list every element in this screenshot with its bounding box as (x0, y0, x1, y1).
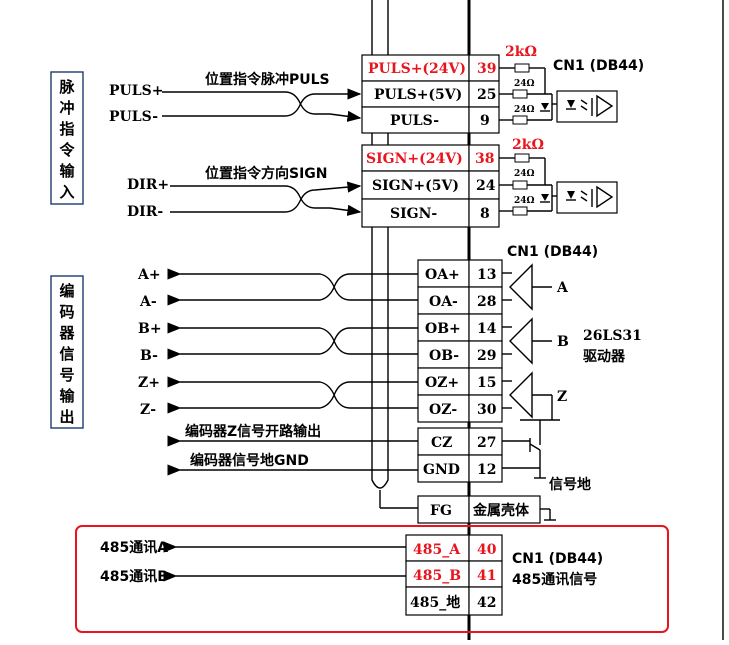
side-label-char: 编 (59, 282, 74, 300)
puls-pos-label: PULS+ (109, 83, 163, 99)
dir-terminal-block (361, 144, 500, 228)
fg-desc: 金属壳体 (472, 502, 530, 519)
signal-ground-label: 信号地 (549, 476, 591, 493)
encoder-row-name: GND (423, 462, 460, 478)
dir-row-name: SIGN+(5V) (372, 178, 459, 194)
side-label-char: 冲 (59, 99, 74, 117)
driver-label: 驱动器 (583, 348, 626, 365)
encoder-row-name: CZ (431, 435, 452, 451)
encoder-left-label: B+ (138, 321, 162, 337)
dir-caption: 位置指令方向SIGN (205, 165, 328, 182)
dir-row-pin: 38 (475, 151, 494, 167)
rs485-row-pin: 42 (477, 595, 496, 611)
encoder-left-label: B- (140, 348, 158, 364)
encoder-row-name: OA+ (425, 267, 460, 283)
encoder-signal-wires (167, 268, 418, 414)
pulse-row-name: PULS+(5V) (374, 87, 462, 103)
encoder-row-name: OA- (429, 294, 458, 310)
side-label-char: 号 (59, 366, 74, 384)
rs485-b-label: 485通讯B (100, 569, 168, 585)
rs485-row-name: 485_B (413, 568, 461, 584)
pulse-optocoupler-circuit (499, 63, 618, 125)
dir-row-pin: 24 (476, 178, 496, 194)
encoder-row-name: OZ+ (425, 375, 459, 391)
side-label-char: 输 (59, 162, 75, 180)
fg-terminal (417, 495, 556, 524)
side-label-char: 脉 (58, 78, 75, 96)
rs485-connector-label: CN1 (DB44) (512, 551, 603, 567)
rs485-row-name: 485_地 (410, 594, 460, 611)
encoder-row-pin: 13 (477, 267, 496, 283)
dir-r2-label: 24Ω (514, 196, 535, 206)
encoder-row-name: OB+ (425, 321, 461, 337)
rs485-row-pin: 40 (477, 542, 497, 558)
pulse-r1-label: 24Ω (514, 79, 535, 89)
shield-drain-wire (371, 0, 389, 489)
encoder-output-side-box (50, 275, 84, 429)
pulse-row-pin: 9 (480, 113, 490, 129)
encoder-row-name: OB- (429, 348, 459, 364)
pulse-terminal-block (361, 54, 500, 134)
gnd-caption: 编码器信号地GND (190, 452, 309, 469)
encoder-left-label: A+ (137, 267, 161, 283)
side-label-char: 指 (59, 120, 74, 138)
fg-name: FG (430, 503, 452, 519)
line-driver-circuit (502, 263, 560, 479)
dir-row-name: SIGN- (390, 206, 437, 222)
side-label-char: 信 (59, 345, 74, 363)
side-label-char: 码 (59, 303, 74, 321)
rs485-a-label: 485通讯A (100, 540, 168, 556)
rs485-row-name: 485_A (413, 542, 461, 558)
channel-label: A (556, 280, 569, 296)
dir-resistor-label: 2kΩ (512, 137, 544, 153)
pulse-caption: 位置指令脉冲PULS (205, 71, 330, 88)
encoder-left-label: Z+ (138, 375, 160, 391)
channel-label: B (557, 334, 569, 350)
encoder-row-pin: 30 (477, 402, 497, 418)
encoder-row-pin: 27 (477, 435, 496, 451)
pulse-resistor-label: 2kΩ (505, 44, 537, 60)
pulse-row-name: PULS+(24V) (368, 61, 466, 77)
pulse-row-pin: 25 (477, 87, 496, 103)
rs485-terminal-block (405, 534, 503, 616)
encoder-row-pin: 28 (477, 294, 496, 310)
rs485-row-pin: 41 (477, 568, 496, 584)
dir-pos-label: DIR+ (127, 177, 169, 193)
side-label-char: 输 (59, 387, 75, 405)
side-label-char: 器 (58, 324, 75, 342)
encoder-terminal-block (417, 259, 503, 483)
dir-row-name: SIGN+(24V) (366, 151, 463, 167)
dir-neg-label: DIR- (127, 204, 163, 220)
puls-neg-label: PULS- (109, 109, 158, 125)
encoder-row-pin: 29 (477, 348, 496, 364)
pulse-row-name: PULS- (390, 113, 439, 129)
channel-label: Z (557, 389, 567, 405)
dir-r1-label: 24Ω (514, 169, 535, 179)
cz-caption: 编码器Z信号开路输出 (185, 423, 321, 440)
pulse-r2-label: 24Ω (514, 105, 535, 115)
pulse-row-pin: 39 (477, 61, 496, 77)
pulse-connector-label: CN1 (DB44) (553, 58, 644, 74)
encoder-row-pin: 12 (477, 462, 496, 478)
encoder-row-name: OZ- (429, 402, 457, 418)
encoder-connector-label: CN1 (DB44) (507, 244, 598, 260)
dir-row-pin: 8 (480, 206, 490, 222)
driver-model-label: 26LS31 (583, 328, 642, 344)
side-label-char: 入 (59, 183, 74, 201)
dir-optocoupler-circuit (499, 153, 618, 216)
pulse-input-side-box (50, 71, 84, 205)
encoder-row-pin: 14 (477, 321, 497, 337)
side-label-char: 令 (59, 141, 75, 159)
side-label-char: 出 (59, 408, 74, 426)
encoder-left-label: A- (139, 294, 157, 310)
encoder-left-label: Z- (140, 402, 156, 418)
rs485-signal-label: 485通讯信号 (512, 571, 597, 588)
rs485-highlight-box (75, 525, 669, 633)
encoder-row-pin: 15 (477, 375, 496, 391)
